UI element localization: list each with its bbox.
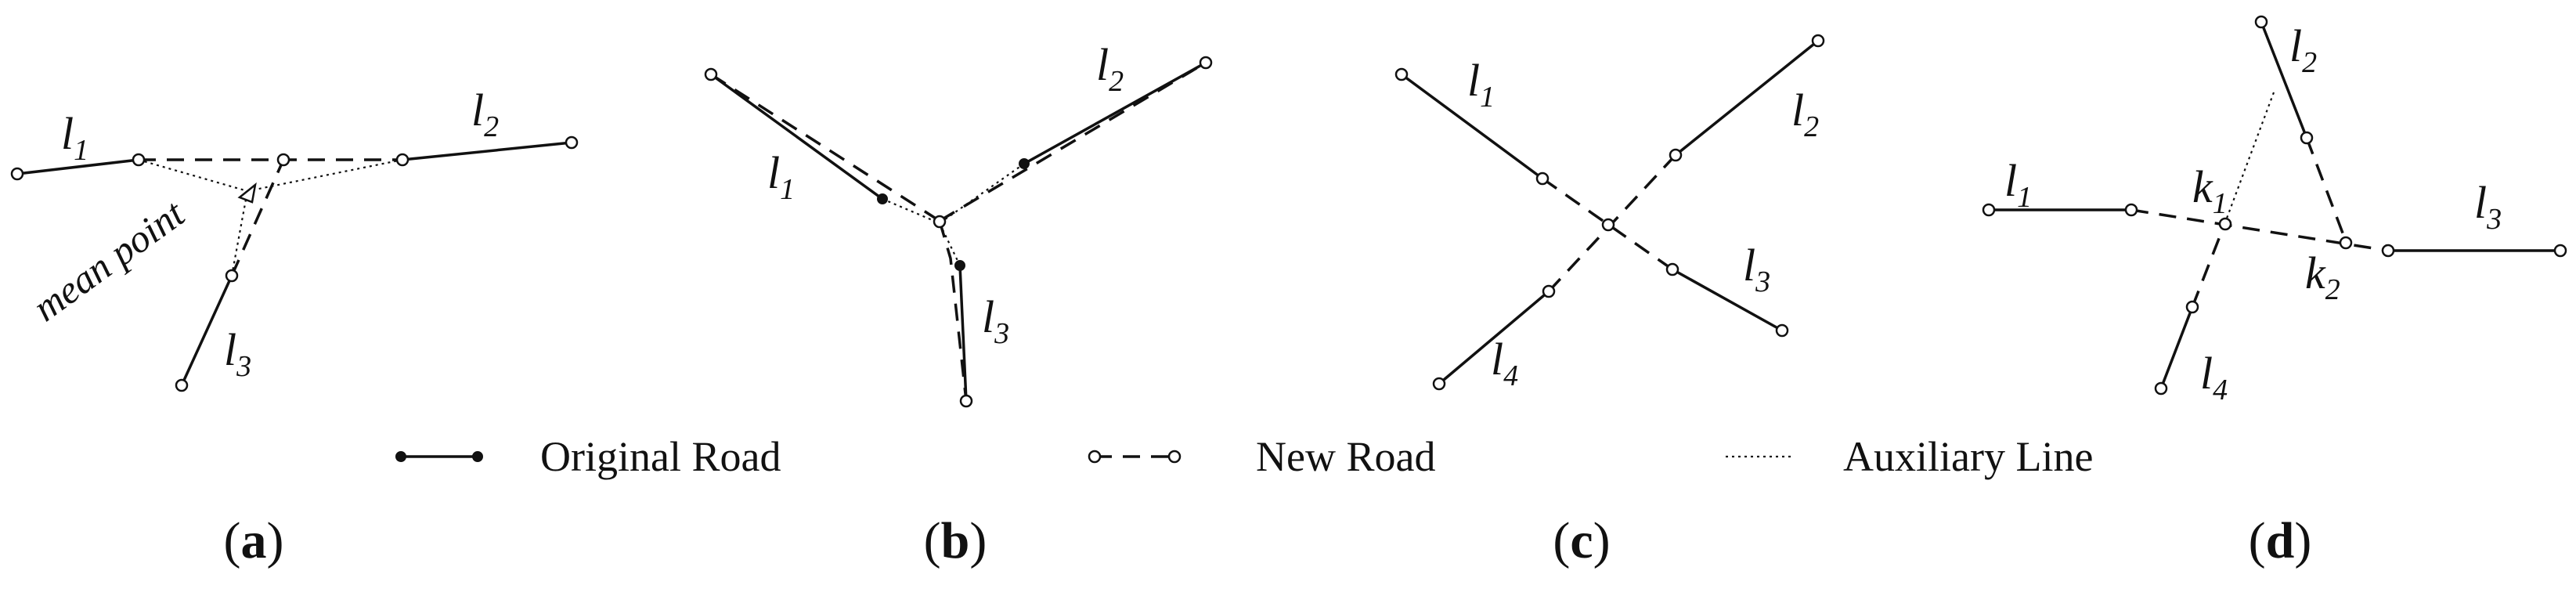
road-node — [2553, 244, 2567, 258]
auxiliary-line — [138, 158, 248, 193]
panel-d-tag: (d) — [2249, 512, 2312, 569]
road-l2 — [402, 141, 572, 161]
panel-b: l1 l2 l3 — [704, 39, 1213, 408]
legend-solid-node — [472, 451, 483, 462]
road-l1 — [709, 73, 884, 200]
road-node — [2254, 15, 2268, 29]
legend-open-node — [1088, 450, 1102, 464]
road-l1 — [16, 158, 139, 175]
road-node — [565, 135, 579, 150]
label-l1: l1 — [1467, 55, 1495, 114]
road-l1 — [1400, 73, 1544, 180]
legend-original-road-label: Original Road — [540, 433, 781, 480]
road-node — [225, 269, 239, 283]
auxiliary-line — [230, 190, 249, 276]
label-l3: l3 — [1743, 240, 1770, 298]
road-node — [1775, 323, 1789, 338]
mean-point-marker — [237, 182, 257, 204]
legend-new-road-label: New Road — [1256, 433, 1435, 480]
label-l4: l4 — [1491, 334, 1518, 392]
legend-original-road: Original Road — [395, 433, 781, 480]
label-l4: l4 — [2200, 348, 2228, 406]
legend-open-node — [1167, 450, 1182, 464]
label-l2: l2 — [471, 85, 499, 143]
road-l3 — [1672, 268, 1783, 332]
road-node — [1982, 203, 1996, 217]
road-node — [2300, 131, 2314, 145]
road-node — [395, 153, 409, 167]
road-node — [2154, 381, 2168, 396]
road-l2 — [1023, 61, 1207, 165]
junction-node — [1601, 218, 1615, 232]
road-node-solid — [954, 260, 965, 271]
panel-c-tag: (c) — [1553, 512, 1610, 569]
legend-solid-node — [395, 451, 406, 462]
panel-a-tag: (a) — [224, 512, 284, 569]
label-k1: k1 — [2192, 161, 2228, 220]
road-node — [1669, 148, 1683, 162]
road-node — [2185, 300, 2199, 314]
auxiliary-line — [939, 222, 961, 266]
panel-d: l1 l2 l3 l4 k1 k2 — [1982, 15, 2567, 406]
label-l2: l2 — [1791, 85, 1819, 143]
junction-node-k2 — [2339, 236, 2353, 250]
new-road — [2130, 208, 2389, 252]
legend-auxiliary-line-label: Auxiliary Line — [1843, 433, 2093, 480]
new-road — [938, 220, 968, 402]
label-l3: l3 — [982, 291, 1009, 350]
road-node — [1199, 56, 1213, 70]
road-node — [10, 167, 24, 181]
auxiliary-line — [247, 158, 403, 193]
new-road — [2305, 137, 2347, 242]
label-k2: k2 — [2305, 247, 2340, 306]
label-l1: l1 — [767, 147, 795, 206]
panel-b-tag: (b) — [924, 512, 987, 569]
road-node — [704, 67, 718, 81]
auxiliary-line — [939, 163, 1025, 224]
new-road — [2191, 222, 2227, 308]
road-node — [1665, 262, 1679, 276]
label-l1: l1 — [2004, 155, 2032, 214]
new-road — [710, 73, 940, 222]
road-l3 — [958, 265, 968, 402]
road-l4 — [2159, 306, 2194, 389]
panel-c: l1 l2 l3 l4 — [1394, 34, 1825, 392]
road-node — [1394, 67, 1409, 81]
road-node — [1542, 284, 1556, 298]
junction-node — [933, 215, 947, 229]
label-l1: l1 — [61, 108, 88, 167]
road-l2 — [2260, 21, 2308, 139]
road-l3 — [180, 275, 233, 386]
new-road-branch — [230, 159, 285, 276]
legend-new-road: New Road — [1088, 433, 1435, 480]
road-node — [276, 153, 290, 167]
road-node — [1811, 34, 1825, 48]
road-node — [175, 378, 189, 392]
panel-a: l1 l2 l3 mean point — [10, 85, 579, 392]
auxiliary-line — [882, 197, 940, 225]
label-l2: l2 — [2289, 20, 2317, 79]
auxiliary-line — [2224, 92, 2275, 223]
road-node — [1535, 172, 1550, 186]
new-road — [939, 61, 1207, 222]
label-l3: l3 — [224, 324, 251, 383]
mean-point-label: mean point — [25, 191, 193, 330]
road-node-solid — [1019, 158, 1030, 169]
road-node — [132, 153, 146, 167]
label-l3: l3 — [2474, 177, 2502, 236]
road-l4 — [1438, 290, 1550, 385]
legend: Original Road New Road Auxiliary Line — [395, 433, 2093, 480]
label-l2: l2 — [1096, 39, 1124, 98]
road-node — [2381, 244, 2395, 258]
road-node — [959, 394, 973, 408]
junction-node-k1 — [2218, 217, 2232, 231]
road-node — [2124, 203, 2138, 217]
legend-auxiliary-line: Auxiliary Line — [1726, 433, 2093, 480]
road-node-solid — [877, 193, 888, 204]
road-node — [1432, 377, 1446, 391]
road-l2 — [1674, 39, 1820, 157]
